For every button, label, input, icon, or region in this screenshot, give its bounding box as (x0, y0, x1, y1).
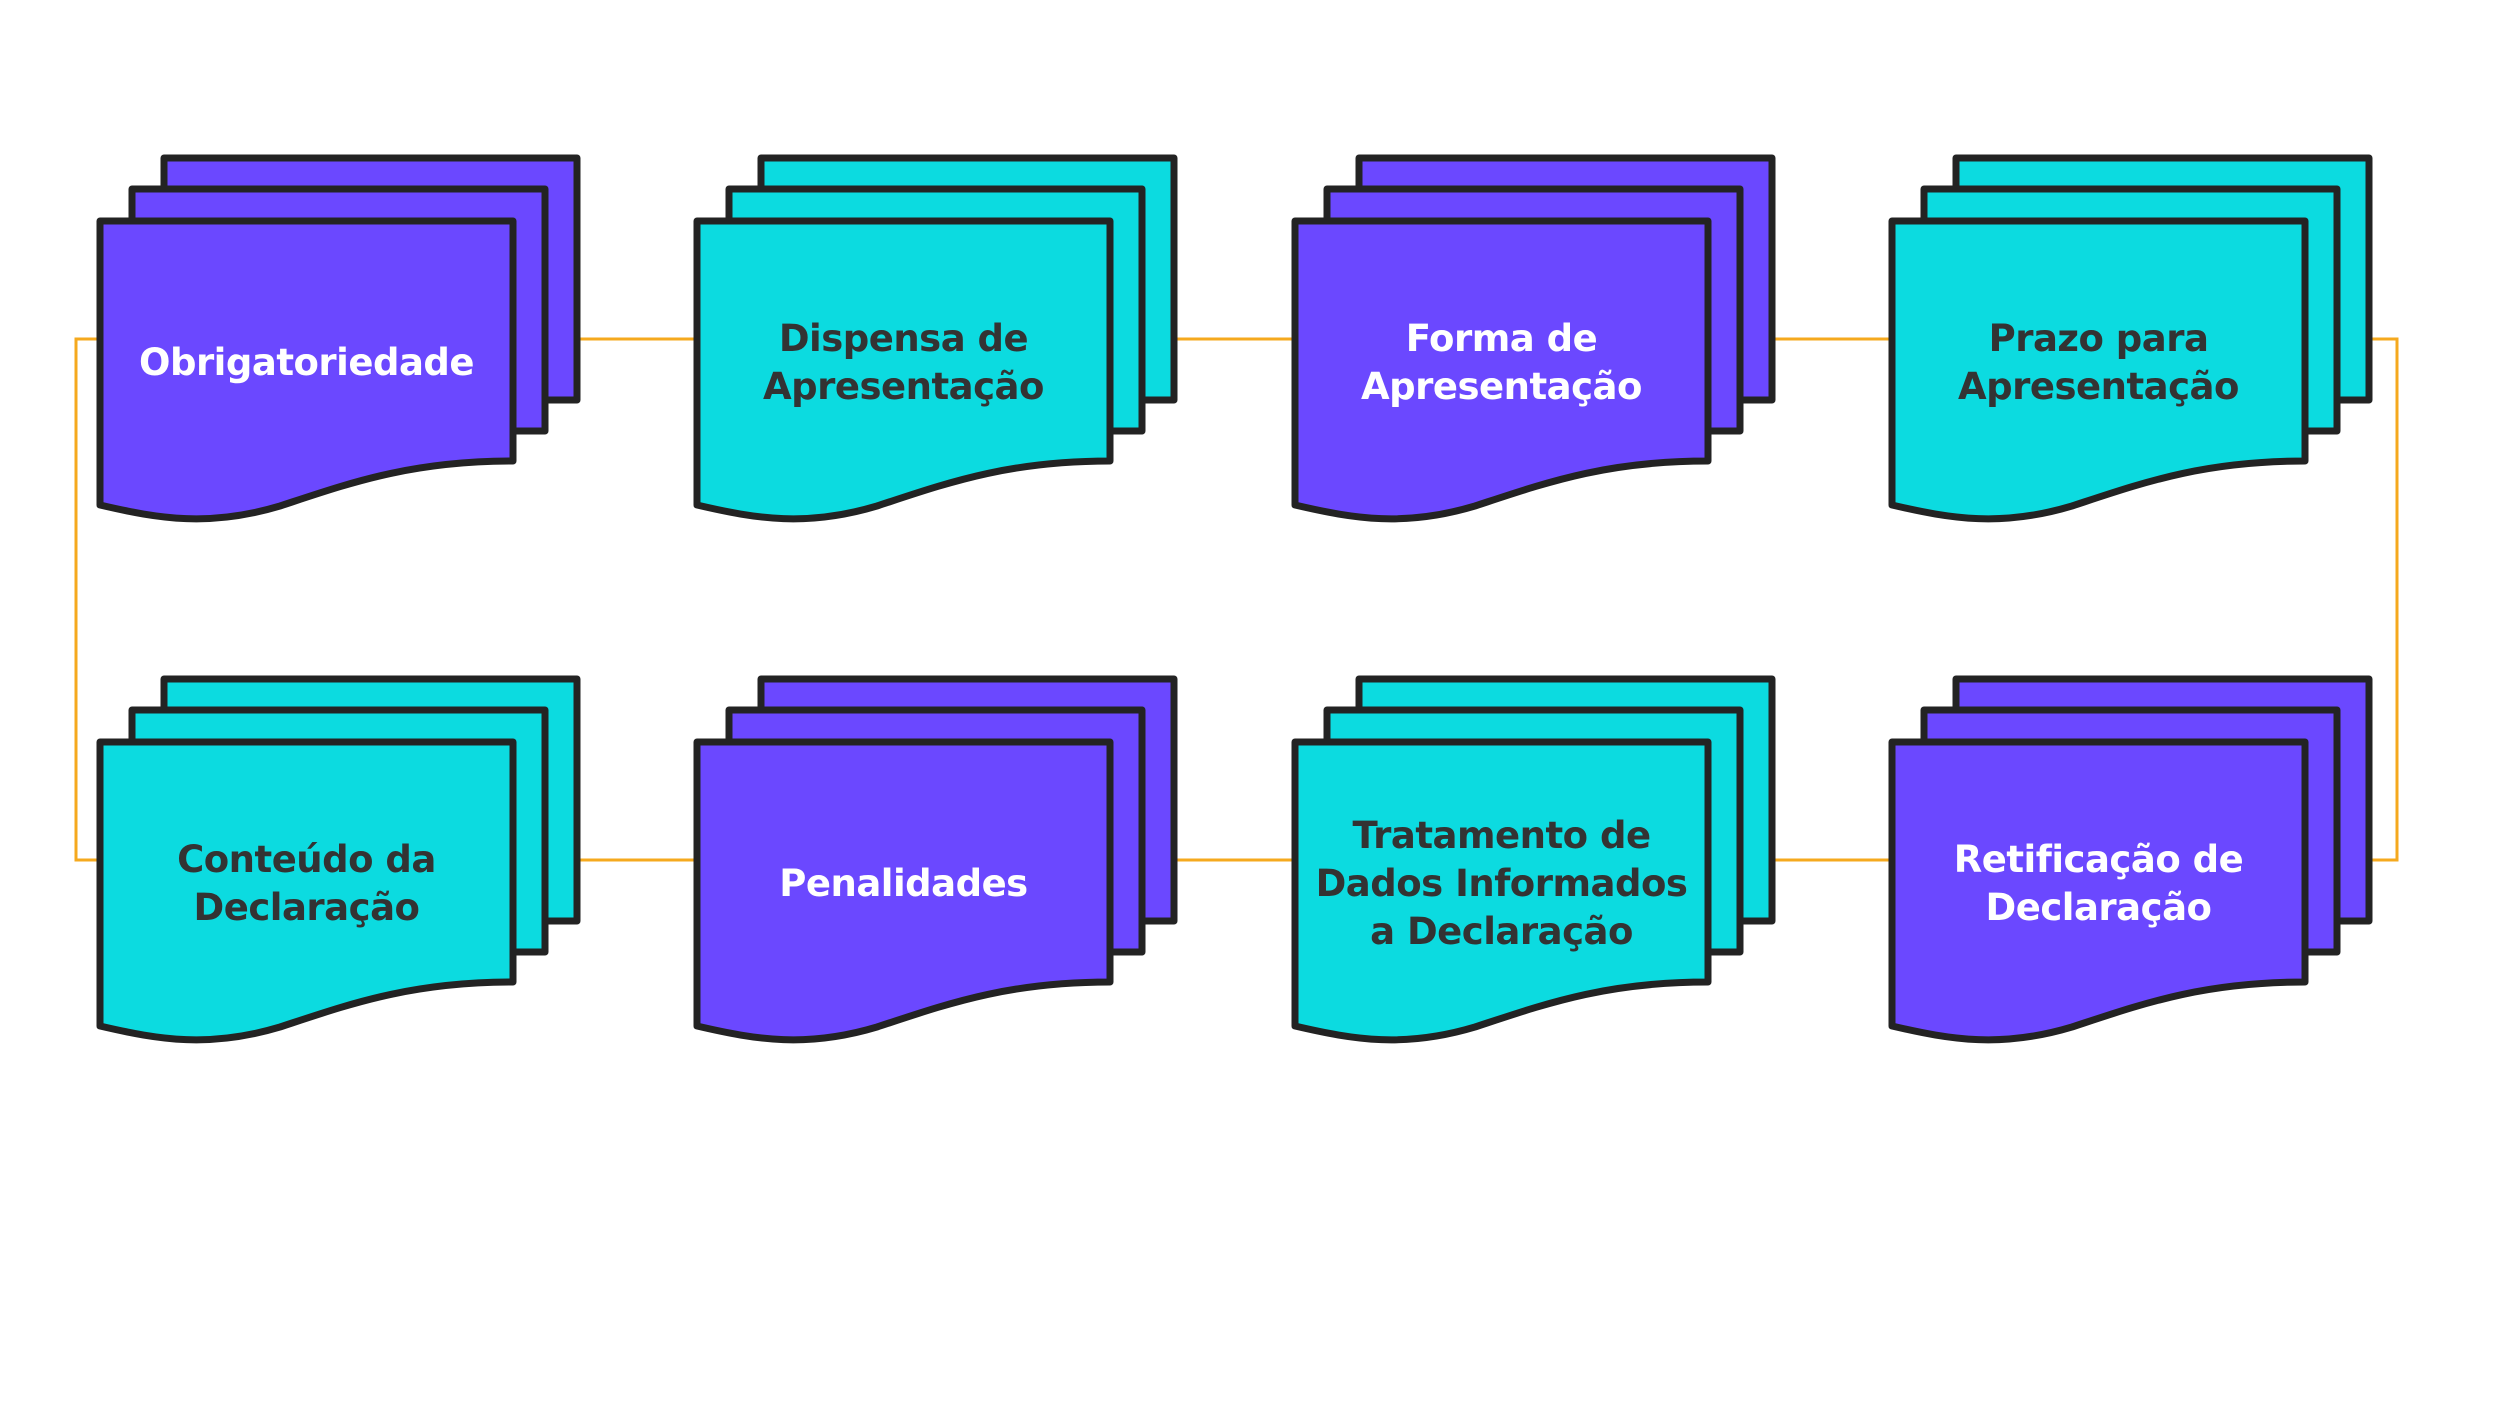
document-sheet-front (693, 738, 1114, 1044)
node-dispensa[interactable]: Dispensa de Apresentação (697, 315, 1110, 411)
node-obrigatoriedade[interactable]: Obrigatoriedade (100, 339, 513, 387)
node-retificacao[interactable]: Retificação de Declaração (1892, 836, 2305, 932)
node-label-line: Declaração (193, 886, 420, 929)
node-label-line: Penalidades (779, 862, 1028, 905)
document-sheet-front (1888, 217, 2309, 523)
document-sheet-front (1888, 738, 2309, 1044)
node-label-line: Apresentação (1958, 365, 2239, 408)
document-sheet-front (1291, 738, 1712, 1044)
node-label-line: Conteúdo da (177, 838, 436, 881)
node-label-line: Dispensa de (778, 317, 1029, 360)
node-label-line: Tratamento de (1352, 814, 1651, 857)
node-label-line: Declaração (1985, 886, 2212, 929)
node-label-line: Apresentação (763, 365, 1044, 408)
node-label-line: Prazo para (1988, 317, 2209, 360)
connector-line (74, 337, 100, 862)
node-tratamento[interactable]: Tratamento de Dados Informados a Declaraçã… (1295, 812, 1708, 956)
node-label-line: Apresentação (1361, 365, 1642, 408)
node-penalidades[interactable]: Penalidades (697, 860, 1110, 908)
node-forma[interactable]: Forma de Apresentação (1295, 315, 1708, 411)
connector-line (2369, 337, 2399, 862)
node-label-line: Retificação de (1953, 838, 2244, 881)
document-sheet-front (693, 217, 1114, 523)
document-sheet-front (96, 738, 517, 1044)
node-conteudo[interactable]: Conteúdo da Declaração (100, 836, 513, 932)
document-sheet-front (1291, 217, 1712, 523)
node-label-line: Obrigatoriedade (139, 341, 475, 384)
node-label-line: a Declaração (1370, 910, 1633, 953)
node-label-line: Dados Informados (1315, 862, 1688, 905)
node-label-line: Forma de (1405, 317, 1598, 360)
document-sheet-front (96, 217, 517, 523)
